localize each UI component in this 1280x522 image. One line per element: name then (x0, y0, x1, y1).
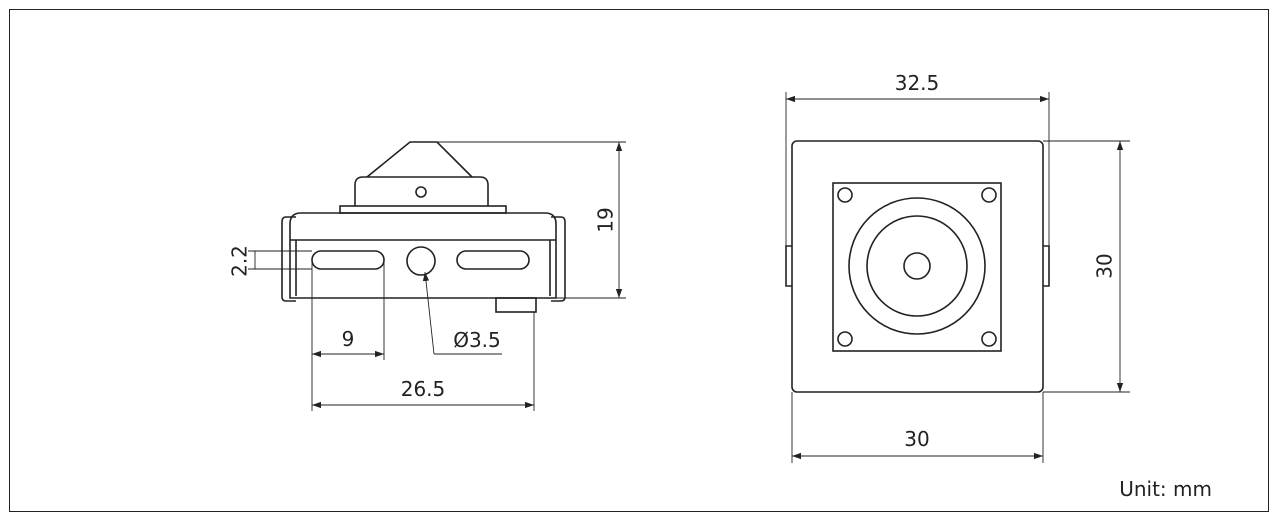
side-view-dimensions: 19 2.2 9 26.5 Ø3.5 (228, 141, 626, 411)
sensor-plate (832, 182, 1002, 352)
dim-slot-height-label: 2.2 (228, 245, 252, 277)
hole-leader (422, 271, 435, 355)
dim-hole-label: Ø3.5 (453, 328, 501, 352)
dim-height-label: 30 (1093, 253, 1117, 278)
drawing-frame (9, 9, 1269, 512)
dim-top-width-label: 32.5 (895, 71, 940, 95)
corner-screw (837, 331, 853, 347)
lens-housing (354, 176, 489, 206)
dim-bottom-width-label: 30 (904, 427, 929, 451)
left-mount-slot (311, 250, 385, 270)
connector-tab (495, 297, 537, 313)
camera-body (289, 212, 557, 299)
lens-cone (366, 141, 473, 178)
lens-inner-ring (866, 215, 968, 317)
left-bracket (281, 216, 296, 302)
dim-total-width-label: 26.5 (401, 377, 446, 401)
lens-outer-ring (848, 197, 986, 335)
right-side-tab (1043, 245, 1050, 287)
corner-screw (837, 187, 853, 203)
side-view (281, 141, 566, 313)
front-view-dimensions: 32.5 30 30 (785, 71, 1130, 463)
lens-aperture (903, 252, 931, 280)
front-housing (791, 140, 1044, 393)
dim-height-label: 19 (594, 207, 618, 232)
corner-screw (981, 187, 997, 203)
dim-slot-width-label: 9 (342, 327, 355, 351)
right-mount-slot (456, 250, 530, 270)
right-bracket (551, 216, 566, 302)
housing-screw (415, 186, 427, 198)
center-hole (406, 246, 436, 276)
housing-flange (339, 205, 507, 214)
left-side-tab (785, 245, 792, 287)
unit-label: Unit: mm (1119, 477, 1212, 501)
front-view (785, 140, 1050, 393)
corner-screw (981, 331, 997, 347)
